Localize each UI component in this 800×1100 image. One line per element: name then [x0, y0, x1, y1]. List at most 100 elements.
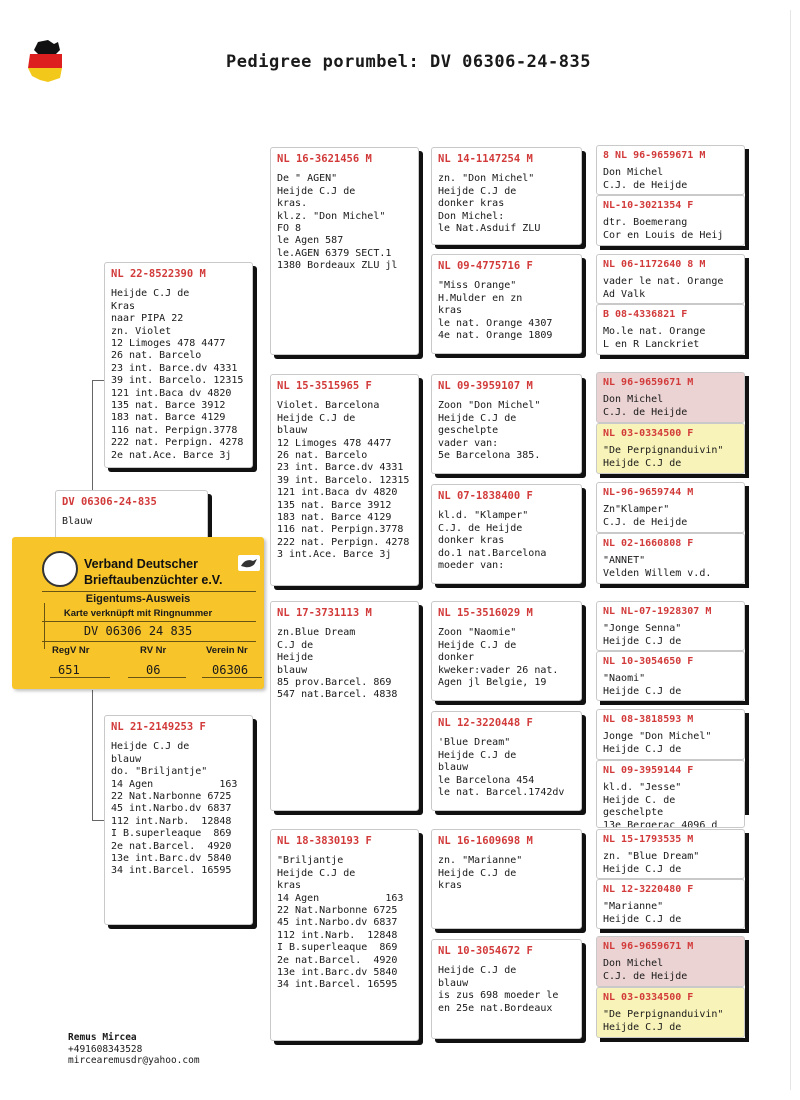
pedigree-line: Heijde C.J de: [603, 635, 682, 647]
pedigree-line: Zoon "Naomie": [438, 627, 517, 639]
subject-line: Blauw: [62, 516, 93, 528]
card-subheading: Karte verknüpft mit Ringnummer: [63, 608, 213, 619]
pedigree-line: 22 Nat.Narbonne 6725: [277, 905, 398, 917]
breeder-phone: +491608343528: [68, 1043, 143, 1055]
pedigree-line: 2e nat.Ace. Barce 3j: [111, 449, 232, 461]
pedigree-line: vader van:: [438, 437, 499, 449]
ring-number: NL 96-9659671 M: [603, 377, 694, 388]
ring-number: NL 16-1609698 M: [438, 835, 533, 847]
great-grandparent-card: NL 15-3516029 M Zoon "Naomie"Heijde C.J …: [431, 601, 582, 701]
gg-grandparent-card: NL 03-0334500 F"De Perpignanduivin"Heijd…: [596, 423, 745, 474]
pedigree-line: Heijde C.J de: [438, 965, 517, 977]
divider: [44, 603, 45, 649]
pedigree-line: 45 int.Narbo.dv 6837: [277, 917, 398, 929]
pedigree-line: Heijde C.J de: [603, 913, 682, 925]
pedigree-line: C.J. de Heijde: [603, 406, 688, 418]
pedigree-line: 121 int.Baca dv 4820: [111, 387, 232, 399]
pedigree-line: 547 nat.Barcel. 4838: [277, 689, 398, 701]
great-grandparent-card: NL 09-3959107 M Zoon "Don Michel"Heijde …: [431, 374, 582, 474]
pedigree-line: Don Michel: [603, 167, 664, 179]
pedigree-line: 85 prov.Barcel. 869: [277, 677, 392, 689]
pedigree-line: kras: [438, 305, 463, 317]
ring-number: NL 96-9659671 M: [603, 941, 694, 952]
ring-number: NL NL-07-1928307 M: [603, 606, 712, 617]
pedigree-line: le nat. Orange 4307: [438, 317, 553, 329]
ring-number: NL 16-3621456 M: [277, 153, 372, 165]
pedigree-line: Violet. Barcelona: [277, 400, 380, 412]
pedigree-line: geschelpte: [603, 807, 664, 819]
vdb-logo-icon: [42, 551, 78, 587]
pedigree-line: 121 int.Baca dv 4820: [277, 487, 398, 499]
pedigree-line: 222 nat. Perpign. 4278: [111, 437, 244, 449]
pedigree-line: 'Blue Dream": [438, 737, 511, 749]
pedigree-line: kras: [438, 880, 463, 892]
pedigree-line: le nat. Barcel.1742dv: [438, 787, 565, 799]
pigeon-icon: [238, 555, 260, 571]
pedigree-line: Heijde C.J de: [438, 867, 517, 879]
pedigree-line: 34 int.Barcel. 16595: [111, 865, 232, 877]
pedigree-line: do. "Briljantje": [111, 766, 208, 778]
pedigree-line: 14 Agen 163: [111, 778, 238, 790]
pedigree-line: Zn"Klamper": [603, 504, 670, 516]
pedigree-line: Heijde C.J de: [603, 685, 682, 697]
ring-number: NL 17-3731113 M: [277, 607, 372, 619]
pedigree-line: le Barcelona 454: [438, 774, 535, 786]
ring-number: 8 NL 96-9659671 M: [603, 150, 706, 161]
gg-grandparent-card: NL 10-3054650 F"Naomi"Heijde C.J de: [596, 651, 745, 701]
pedigree-line: 1380 Bordeaux ZLU jl: [277, 260, 398, 272]
pedigree-line: 22 Nat.Narbonne 6725: [111, 791, 232, 803]
pedigree-line: 222 nat. Perpign. 4278: [277, 536, 410, 548]
ring-number: NL 15-3516029 M: [438, 607, 533, 619]
great-grandparent-card: NL 14-1147254 M zn. "Don Michel"Heijde C…: [431, 147, 582, 245]
divider: [42, 621, 256, 622]
pedigree-line: donker: [438, 652, 475, 664]
pedigree-line: 23 int. Barce.dv 4331: [277, 462, 404, 474]
pedigree-notes: Zn"Klamper"C.J. de Heijde: [603, 504, 738, 529]
gg-grandparent-card: NL 12-3220480 F"Marianne"Heijde C.J de: [596, 879, 745, 929]
pedigree-line: Heijde C.J de: [603, 1021, 682, 1033]
pedigree-line: Don Michel: [603, 394, 664, 406]
ring-number: NL 12-3220480 F: [603, 884, 694, 895]
pedigree-line: 112 int.Narb. 12848: [277, 929, 398, 941]
regv-label: RegV Nr: [52, 645, 90, 656]
ownership-card: Verband Deutscher Brieftaubenzüchter e.V…: [12, 537, 264, 689]
pedigree-line: 183 nat. Barce 4129: [111, 412, 226, 424]
breeder-contact: Remus Mircea +491608343528 mircearemusdr…: [68, 1032, 200, 1067]
pedigree-line: vader le nat. Orange: [603, 276, 724, 288]
pedigree-line: Don Michel: [603, 958, 664, 970]
pedigree-line: Heijde C.J de: [438, 639, 517, 651]
pedigree-line: Heijde: [277, 652, 314, 664]
pedigree-line: kl.d. "Jesse": [603, 782, 682, 794]
pedigree-line: blauw: [438, 977, 469, 989]
ring-number: NL 07-1838400 F: [438, 490, 533, 502]
divider: [50, 677, 110, 678]
pedigree-line: C.J de: [277, 639, 314, 651]
org-name-line2: Brieftaubenzüchter e.V.: [84, 573, 223, 587]
pedigree-line: 5e Barcelona 385.: [438, 450, 541, 462]
ring-number: NL 02-1660808 F: [603, 538, 694, 549]
pedigree-notes: "De Perpignanduivin"Heijde C.J de: [603, 1009, 738, 1034]
pedigree-line: "De Perpignanduivin": [603, 1009, 724, 1021]
pedigree-line: 2e nat.Barcel. 4920: [111, 840, 232, 852]
